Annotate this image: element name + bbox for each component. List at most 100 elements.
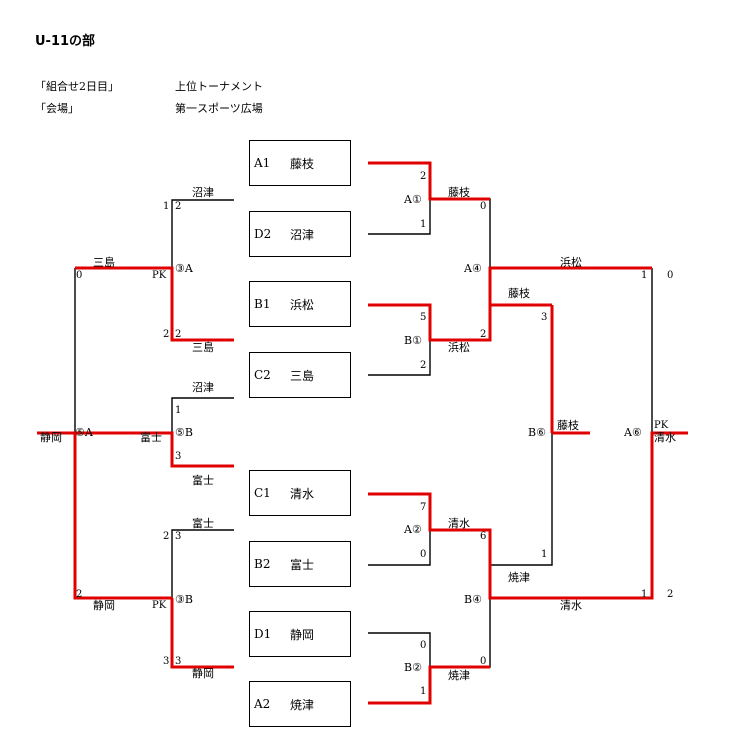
team-box-a2: A2 焼津 [249, 681, 351, 727]
match-b2-label: B② [404, 661, 422, 674]
team-name: 清水 [290, 486, 315, 501]
match-b6-top-score: 3 [541, 312, 548, 323]
match-a5-winner: 静岡 [40, 431, 62, 444]
match-b3-bottom-score: 3 [163, 656, 170, 667]
match-a5-top-team: 三島 [93, 256, 115, 269]
match-b5-winner: 富士 [140, 431, 162, 444]
team-box-b2: B2 富士 [249, 541, 351, 587]
line-b6-bottom [490, 433, 553, 566]
line-b3-top [171, 529, 234, 598]
team-name: 富士 [290, 557, 315, 572]
venue-value: 第一スポーツ広場 [175, 102, 263, 115]
team-box-d2: D2 沼津 [249, 211, 351, 257]
team-name: 藤枝 [290, 156, 315, 171]
match-a4-winner: 浜松 [560, 256, 582, 269]
match-b5-label: ⑤B [175, 426, 193, 439]
match-b6-bottom-score: 1 [541, 549, 548, 560]
match-a6-top-pk: 0 [667, 270, 674, 281]
match-b1-winner: 浜松 [448, 341, 470, 354]
line-a3-winner [75, 266, 234, 342]
match-b4-winner: 清水 [560, 599, 582, 612]
match-a6-bottom-score: 1 [641, 589, 648, 600]
match-a5-bottom-team: 静岡 [93, 599, 115, 612]
team-box-c1: C1 清水 [249, 470, 351, 516]
match-a3-bottom-score: 2 [163, 329, 170, 340]
match-a2-winner: 清水 [448, 517, 470, 530]
match-a1-label: A① [404, 193, 422, 206]
line-a6-winner [368, 431, 688, 600]
match-b2-bottom-score: 1 [420, 686, 427, 697]
match-b3-pk: PK [152, 600, 167, 611]
line-b2-top [368, 632, 431, 667]
match-b3-top-pk: 3 [175, 531, 182, 542]
line-a1-winner [368, 161, 490, 201]
match-a6-top-score: 1 [641, 270, 648, 281]
match-a4-label: A④ [464, 262, 482, 275]
team-box-c2: C2 三島 [249, 352, 351, 398]
line-a3-top [171, 199, 234, 268]
team-box-d1: D1 静岡 [249, 611, 351, 657]
team-code: D1 [254, 627, 272, 641]
day-label: 「組合せ2日目」 [35, 80, 119, 93]
match-b3-top-score: 2 [163, 531, 170, 542]
match-a5-bottom-score: 2 [76, 589, 83, 600]
line-a1-bottom [368, 199, 431, 235]
team-code: A2 [254, 697, 271, 711]
match-a2-bottom-score: 0 [420, 549, 427, 560]
team-box-a1: A1 藤枝 [249, 140, 351, 186]
match-a2-top-score: 7 [420, 502, 427, 513]
line-b2-winner [368, 665, 490, 705]
team-name: 静岡 [290, 627, 315, 642]
match-a3-bottom-team: 三島 [192, 341, 214, 354]
match-a5-label: ⑤A [75, 426, 93, 439]
match-b3-top-team: 富士 [192, 517, 214, 530]
match-b4-top-score: 6 [480, 531, 487, 542]
match-a3-bottom-pk: 2 [175, 329, 182, 340]
team-name: 三島 [290, 368, 315, 383]
match-b5-top-team: 沼津 [192, 381, 214, 394]
match-b1-top-score: 5 [420, 312, 427, 323]
match-a2-label: A② [404, 523, 422, 536]
match-a6-label: A⑥ [624, 426, 642, 439]
match-b3-label: ③B [175, 593, 193, 606]
match-a5-top-score: 0 [76, 270, 83, 281]
match-a3-pk: PK [152, 270, 167, 281]
team-name: 浜松 [290, 297, 315, 312]
match-a3-top-pk: 2 [175, 201, 182, 212]
match-a6-winner: 清水 [654, 431, 676, 444]
match-a4-top-score: 0 [480, 201, 487, 212]
team-code: B1 [254, 297, 271, 311]
team-name: 焼津 [290, 697, 315, 712]
line-b5-top [171, 397, 234, 433]
team-code: B2 [254, 557, 271, 571]
match-b1-bottom-score: 2 [420, 360, 427, 371]
match-b1-label: B① [404, 334, 422, 347]
match-a3-label: ③A [175, 262, 193, 275]
team-code: D2 [254, 227, 272, 241]
team-box-b1: B1 浜松 [249, 281, 351, 327]
match-b2-top-score: 0 [420, 640, 427, 651]
match-b5-bottom-score: 3 [175, 451, 182, 462]
match-a3-top-score: 1 [163, 201, 170, 212]
match-a1-winner: 藤枝 [448, 186, 470, 199]
venue-label: 「会場」 [35, 102, 79, 115]
match-b3-bottom-pk: 3 [175, 656, 182, 667]
match-b6-winner: 藤枝 [557, 419, 579, 432]
line-b1-bottom [368, 340, 431, 376]
match-b2-winner: 焼津 [448, 669, 470, 682]
match-b5-bottom-team: 富士 [192, 474, 214, 487]
match-b5-top-score: 1 [175, 405, 182, 416]
line-b3-winner [170, 598, 234, 669]
match-a6-pk: PK [654, 420, 669, 431]
day-value: 上位トーナメント [175, 80, 263, 93]
match-a3-top-team: 沼津 [192, 186, 214, 199]
match-b3-bottom-team: 静岡 [192, 667, 214, 680]
match-b6-top-team: 藤枝 [508, 287, 530, 300]
line-a4-winner [368, 266, 652, 342]
team-code: C2 [254, 368, 271, 382]
team-code: C1 [254, 486, 271, 500]
match-b6-bottom-team: 焼津 [508, 571, 530, 584]
line-a5-path [73, 431, 234, 600]
